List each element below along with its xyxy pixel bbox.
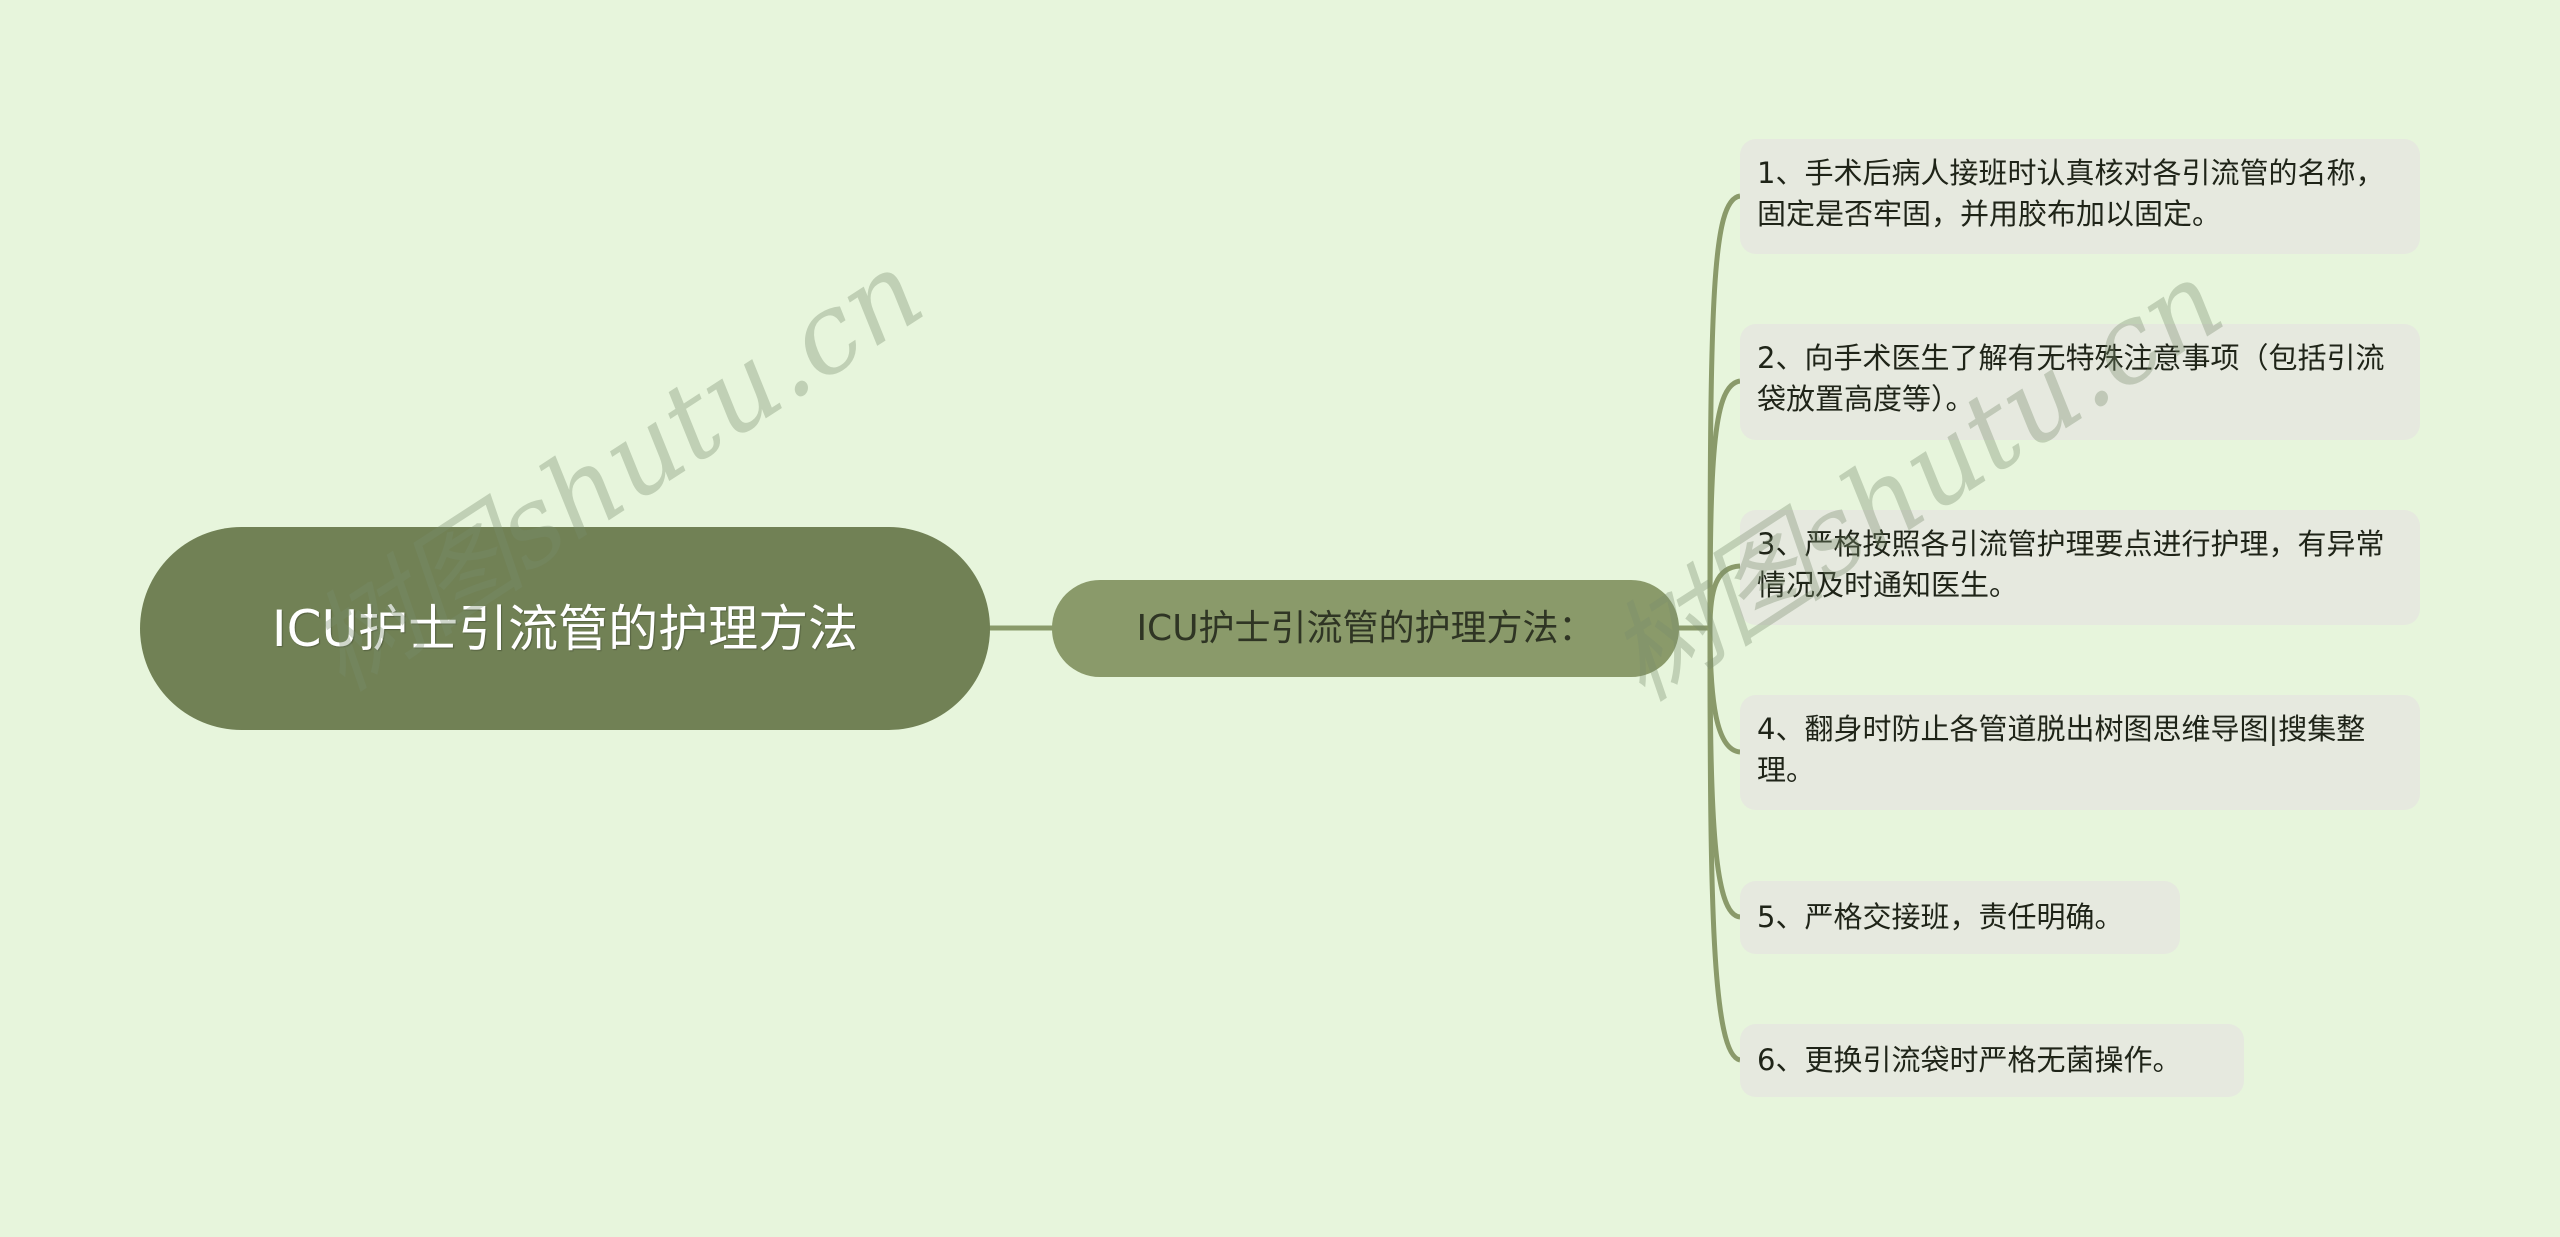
- leaf-node-1[interactable]: 1、手术后病人接班时认真核对各引流管的名称，固定是否牢固，并用胶布加以固定。: [1740, 139, 2420, 254]
- leaf-node-label: 4、翻身时防止各管道脱出树图思维导图|搜集整理。: [1757, 712, 2366, 787]
- watermark-right: 树图shutu.cn: [1587, 236, 2245, 725]
- leaf-node-label: 5、严格交接班，责任明确。: [1757, 900, 2124, 934]
- branch-node[interactable]: ICU护士引流管的护理方法：: [1052, 580, 1679, 677]
- root-node-label: ICU护士引流管的护理方法: [271, 599, 859, 658]
- leaf-node-2[interactable]: 2、向手术医生了解有无特殊注意事项（包括引流袋放置高度等）。: [1740, 324, 2420, 440]
- leaf-node-5[interactable]: 5、严格交接班，责任明确。: [1740, 881, 2180, 954]
- leaf-node-4[interactable]: 4、翻身时防止各管道脱出树图思维导图|搜集整理。: [1740, 695, 2420, 810]
- leaf-node-label: 6、更换引流袋时严格无菌操作。: [1757, 1043, 2182, 1077]
- leaf-node-label: 2、向手术医生了解有无特殊注意事项（包括引流袋放置高度等）。: [1757, 341, 2385, 416]
- leaf-node-label: 1、手术后病人接班时认真核对各引流管的名称，固定是否牢固，并用胶布加以固定。: [1757, 156, 2385, 231]
- leaf-node-label: 3、严格按照各引流管护理要点进行护理，有异常情况及时通知医生。: [1757, 527, 2385, 602]
- leaf-node-6[interactable]: 6、更换引流袋时严格无菌操作。: [1740, 1024, 2244, 1097]
- leaf-node-3[interactable]: 3、严格按照各引流管护理要点进行护理，有异常情况及时通知医生。: [1740, 510, 2420, 625]
- root-node[interactable]: ICU护士引流管的护理方法: [140, 527, 990, 730]
- branch-node-label: ICU护士引流管的护理方法：: [1136, 607, 1595, 649]
